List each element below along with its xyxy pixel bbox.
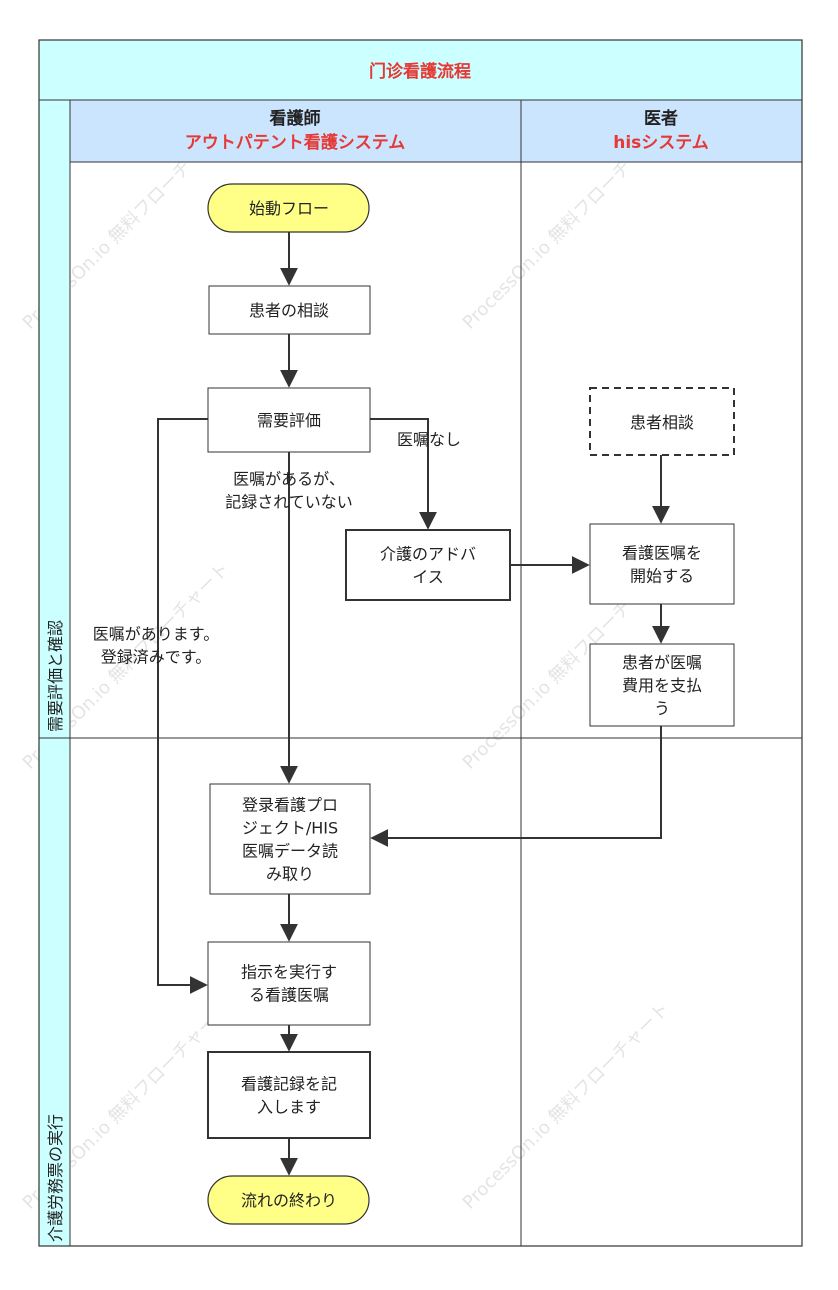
node-start	[207, 183, 370, 233]
lane-label-assessment: 需要評価と確認	[46, 620, 65, 732]
edge-label-registered: 医嘱があります。登録済みです。	[93, 624, 219, 666]
node-end-label: 流れの終わり	[241, 1191, 337, 1210]
node-record-label-line: 看護記録を記	[241, 1074, 337, 1093]
node-assess-label: 需要評価	[257, 411, 321, 430]
node-pay-label-line: 患者が医嘱	[622, 653, 702, 672]
edge-label-unrecorded-line: 医嘱があるが、	[233, 469, 345, 488]
title-band	[38, 39, 803, 101]
nodes	[207, 183, 735, 1225]
edge-label-unrecorded-line: 記録されていない	[225, 492, 353, 511]
node-pay-label-line: 費用を支払	[622, 676, 702, 695]
node-patient-consult-label-line: 患者相談	[630, 413, 694, 432]
node-execute-label: 指示を実行する看護医嘱	[241, 962, 337, 1004]
node-start-order-label: 看護医嘱を開始する	[622, 543, 702, 585]
node-pay	[589, 643, 735, 727]
watermarks: ProcessOn.io 無料フローチャート ProcessOn.io 無料フロ…	[19, 118, 674, 1213]
node-record-label-line: 入します	[257, 1097, 321, 1116]
edge-label-registered-line: 医嘱があります。	[93, 624, 219, 643]
node-record	[207, 1051, 371, 1139]
node-execute-label-line: 指示を実行す	[241, 962, 337, 981]
node-register-label-line: み取り	[266, 864, 314, 883]
node-register-label-line: 登录看護プロ	[242, 795, 338, 814]
lane-label-execution: 介護労務票の実行	[46, 1114, 65, 1242]
column-system-doctor: hisシステム	[613, 133, 709, 153]
edge-pay-register	[370, 726, 662, 847]
node-start-label-line: 始動フロー	[249, 199, 329, 218]
node-end	[207, 1175, 370, 1225]
node-start-order-label-line: 開始する	[630, 566, 694, 585]
node-execute	[207, 941, 371, 1026]
node-start-order	[589, 523, 735, 605]
node-advice-label: 介護のアドバイス	[380, 544, 476, 586]
edges	[157, 232, 670, 1176]
column-role-nurse: 看護師	[269, 108, 321, 129]
node-advice-label-line: 介護のアドバ	[380, 544, 476, 563]
column-system-nurse: アウトパテント看護システム	[185, 132, 406, 153]
node-consult	[208, 285, 371, 335]
edge-label-no-order: 医嘱なし	[397, 430, 461, 449]
node-register-label: 登录看護プロジェクト/HIS 医嘱データ読み取り	[242, 795, 338, 883]
edge-assess-execute	[157, 418, 208, 994]
column-role-doctor: 医者	[644, 108, 678, 129]
column-header-doctor	[520, 99, 803, 163]
node-end-label-line: 流れの終わり	[241, 1191, 337, 1210]
node-advice	[345, 529, 511, 601]
node-record-label: 看護記録を記入します	[241, 1074, 337, 1116]
node-start-order-label-line: 看護医嘱を	[622, 543, 702, 562]
node-register-label-line: 医嘱データ読	[242, 841, 338, 860]
edge-label-registered-line: 登録済みです。	[101, 647, 211, 666]
node-assess	[207, 387, 371, 453]
node-pay-label: 患者が医嘱費用を支払う	[622, 653, 702, 718]
edge-assess-advice	[370, 418, 437, 530]
node-advice-label-line: イス	[412, 567, 444, 586]
node-patient-consult	[589, 387, 735, 456]
diagram-frame	[38, 39, 803, 1247]
node-register	[209, 783, 371, 895]
node-consult-label-line: 患者の相談	[249, 301, 329, 320]
edge-label-unrecorded: 医嘱があるが、記録されていない	[225, 469, 353, 511]
diagram-title: 门诊看護流程	[369, 61, 471, 82]
edge-label-no-order-line: 医嘱なし	[397, 430, 461, 449]
watermark: ProcessOn.io 無料フローチャート	[459, 998, 674, 1213]
lane-header-assessment	[38, 99, 71, 739]
node-consult-label: 患者の相談	[249, 301, 329, 320]
node-pay-label-line: う	[654, 699, 670, 718]
node-execute-label-line: る看護医嘱	[249, 985, 329, 1004]
node-register-label-line: ジェクト/HIS	[242, 818, 338, 837]
node-patient-consult-label: 患者相談	[630, 413, 694, 432]
node-assess-label-line: 需要評価	[257, 411, 321, 430]
node-start-label: 始動フロー	[249, 199, 329, 218]
